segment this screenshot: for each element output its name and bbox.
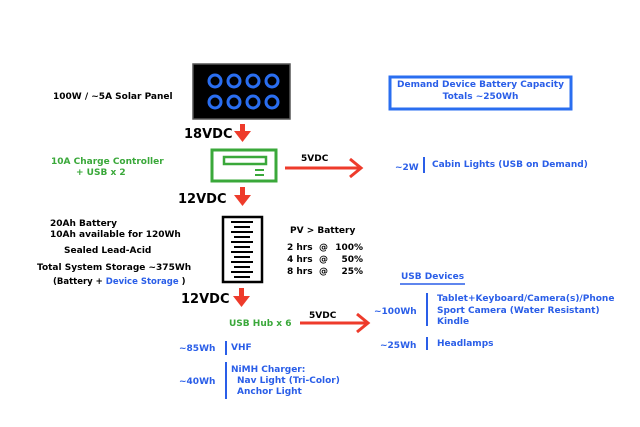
pv-charge-row: 8 hrs@25% — [287, 267, 363, 277]
direct-load-capacity: ~85Wh — [179, 344, 216, 354]
battery-icon — [221, 215, 264, 284]
usb-device-item: Headlamps — [437, 339, 494, 349]
arrow-down-icon — [233, 288, 250, 307]
voltage-12vdc-controller-label: 12VDC — [178, 192, 227, 207]
demand-box-title: Demand Device Battery Capacity — [397, 80, 564, 90]
arrow-down-icon — [234, 124, 251, 142]
demand-box-border — [388, 75, 573, 111]
usb-hub-label: USB Hub x 6 — [229, 319, 292, 329]
arrow-right-icon — [300, 312, 371, 334]
usb-group-capacity: ~25Wh — [380, 341, 417, 351]
usb-devices-title: USB Devices — [401, 272, 465, 282]
direct-load-capacity: ~40Wh — [179, 377, 216, 387]
usb-device-item: Tablet+Keyboard/Camera(s)/Phone — [437, 294, 615, 304]
voltage-5vdc-hub-label: 5VDC — [309, 311, 337, 321]
divider — [426, 337, 428, 350]
arrow-right-icon — [285, 157, 364, 179]
battery-capacity-label: 20Ah Battery — [50, 219, 117, 229]
storage-note: (Battery + Device Storage ) — [53, 277, 185, 287]
charge-controller-icon — [210, 148, 278, 183]
direct-load-item: Anchor Light — [237, 387, 302, 397]
storage-note-prefix: (Battery + — [53, 277, 103, 287]
solar-panel-label: 100W / ~5A Solar Panel — [53, 92, 173, 102]
pv-charge-row: 2 hrs@100% — [287, 243, 363, 253]
arrow-down-icon — [234, 187, 251, 206]
direct-load-item: NiMH Charger: — [231, 365, 306, 375]
charge-controller-usb-label: + USB x 2 — [76, 168, 126, 178]
usb-group-items: Tablet+Keyboard/Camera(s)/Phone Sport Ca… — [437, 294, 614, 329]
pv-charge-row: 4 hrs@50% — [287, 255, 363, 265]
usb-device-item: Kindle — [437, 317, 470, 327]
charge-controller-label: 10A Charge Controller — [51, 157, 164, 167]
divider — [225, 341, 227, 355]
cabin-lights-power: ~2W — [395, 163, 419, 173]
cabin-lights-label: Cabin Lights (USB on Demand) — [432, 160, 588, 170]
storage-note-suffix: ) — [181, 277, 186, 287]
usb-group-capacity: ~100Wh — [374, 307, 417, 317]
total-storage-label: Total System Storage ~375Wh — [37, 263, 192, 273]
direct-load-item: Nav Light (Tri-Color) — [237, 376, 340, 386]
storage-note-device: Device Storage — [105, 277, 179, 287]
divider — [423, 157, 425, 173]
direct-load-item: VHF — [231, 343, 252, 353]
demand-box-total: Totals ~250Wh — [442, 92, 519, 102]
divider — [225, 362, 227, 399]
pv-charge-table: 2 hrs@100% 4 hrs@50% 8 hrs@25% — [287, 242, 363, 278]
voltage-12vdc-battery-label: 12VDC — [181, 292, 230, 307]
battery-available-label: 10Ah available for 120Wh — [50, 230, 181, 240]
voltage-5vdc-controller-label: 5VDC — [301, 154, 329, 164]
usb-device-item: Sport Camera (Water Resistant) — [437, 305, 600, 316]
solar-panel-icon — [192, 63, 291, 120]
divider — [426, 293, 428, 326]
battery-type-label: Sealed Lead-Acid — [64, 246, 152, 256]
voltage-18vdc-label: 18VDC — [184, 127, 233, 142]
pv-charge-title: PV > Battery — [290, 226, 356, 236]
